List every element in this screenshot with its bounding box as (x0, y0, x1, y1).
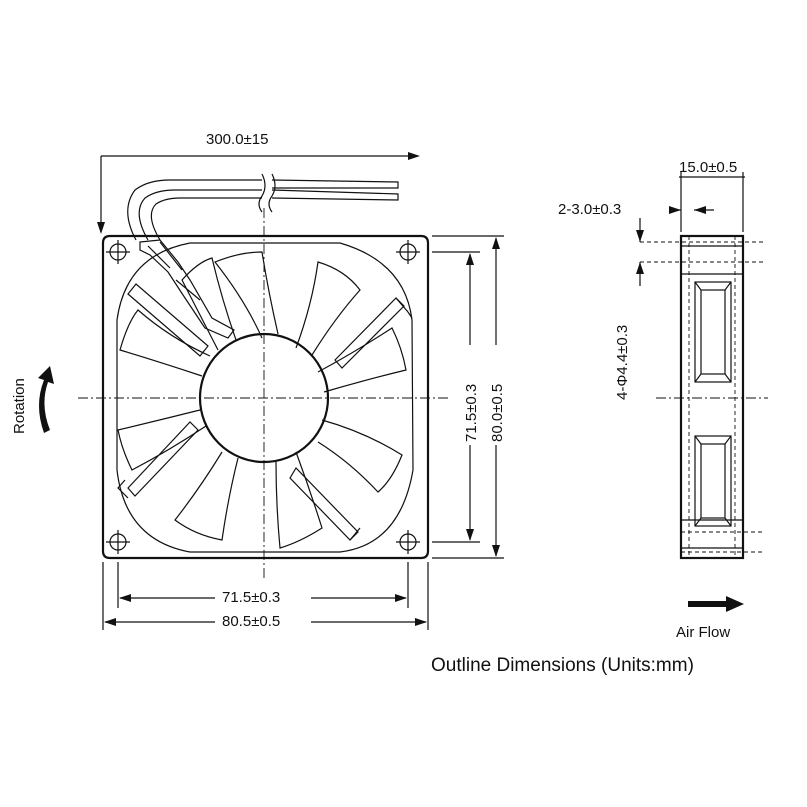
fan-side-view: 15.0±0.5 2-3.0±0.3 4-Φ4.4±0.3 Air Flow (558, 159, 768, 641)
side-body (679, 234, 745, 560)
support-struts (117, 283, 413, 541)
airflow-label: Air Flow (676, 624, 730, 641)
overall-width-label: 80.5±0.5 (222, 613, 280, 630)
fan-frame (101, 234, 430, 560)
side-hole-hidden-lines (640, 236, 765, 558)
drawing-caption: Outline Dimensions (Units:mm) (431, 655, 694, 676)
hole-pitch-horizontal-label: 71.5±0.3 (222, 589, 280, 606)
rotation-indicator: Rotation (11, 366, 54, 434)
overall-height-dimension: 80.0±0.5 (432, 235, 506, 559)
thickness-dimension: 15.0±0.5 (679, 159, 745, 232)
mounting-holes (106, 240, 420, 554)
wire-strain-relief (139, 239, 235, 339)
side-strut-windows (681, 273, 743, 527)
arrow-right-icon (688, 596, 744, 612)
hole-pitch-horizontal-dimension: 71.5±0.3 (117, 562, 409, 608)
curved-arrow-up-icon (38, 366, 54, 433)
flange-dimension: 2-3.0±0.3 (558, 201, 714, 218)
hole-pitch-vertical-label: 71.5±0.3 (463, 384, 480, 442)
fan-blades (117, 251, 407, 549)
thickness-label: 15.0±0.5 (679, 159, 737, 176)
overall-width-dimension: 80.5±0.5 (102, 562, 429, 630)
fan-venturi (116, 242, 414, 553)
hole-pitch-vertical-dimension: 71.5±0.3 (432, 251, 480, 543)
cable-length-label: 300.0±15 (206, 131, 268, 148)
overall-height-label: 80.0±0.5 (489, 384, 506, 442)
hole-diameter-dimension: 4-Φ4.4±0.3 (614, 218, 644, 400)
cable-length-dimension: 300.0±15 (97, 131, 420, 234)
fan-front-view: 300.0±15 71.5±0.3 80.5±0.5 (11, 131, 506, 630)
rotation-label: Rotation (11, 378, 28, 434)
lead-wires (127, 173, 399, 241)
hole-diameter-label: 4-Φ4.4±0.3 (614, 325, 631, 400)
airflow-indicator: Air Flow (676, 596, 744, 641)
flange-label: 2-3.0±0.3 (558, 201, 621, 218)
